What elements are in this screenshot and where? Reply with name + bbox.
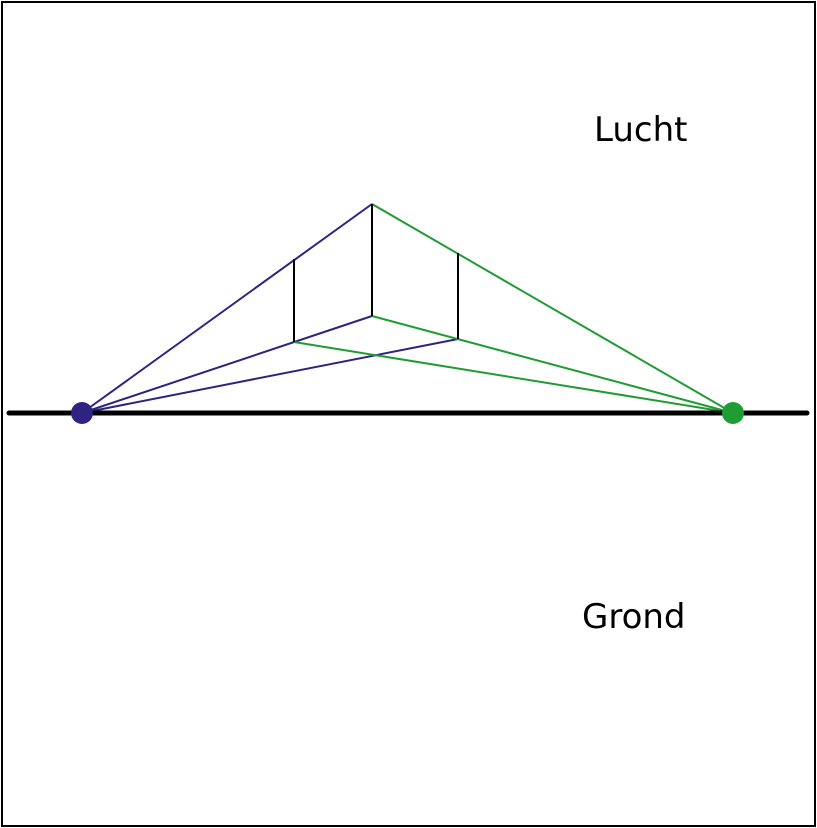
right-line-lower [293,341,734,414]
left-perspective-lines [81,203,459,414]
left-line-middle [81,315,373,414]
ground-label: Grond [582,597,686,637]
vertical-edges [293,204,459,342]
left-vanishing-point [71,402,93,424]
left-line-top [81,203,373,414]
right-perspective-lines [293,203,734,414]
left-line-lower [81,338,459,414]
right-line-middle [371,315,734,414]
right-line-top [371,203,734,414]
sky-label: Lucht [594,110,688,150]
right-vanishing-point [722,402,744,424]
